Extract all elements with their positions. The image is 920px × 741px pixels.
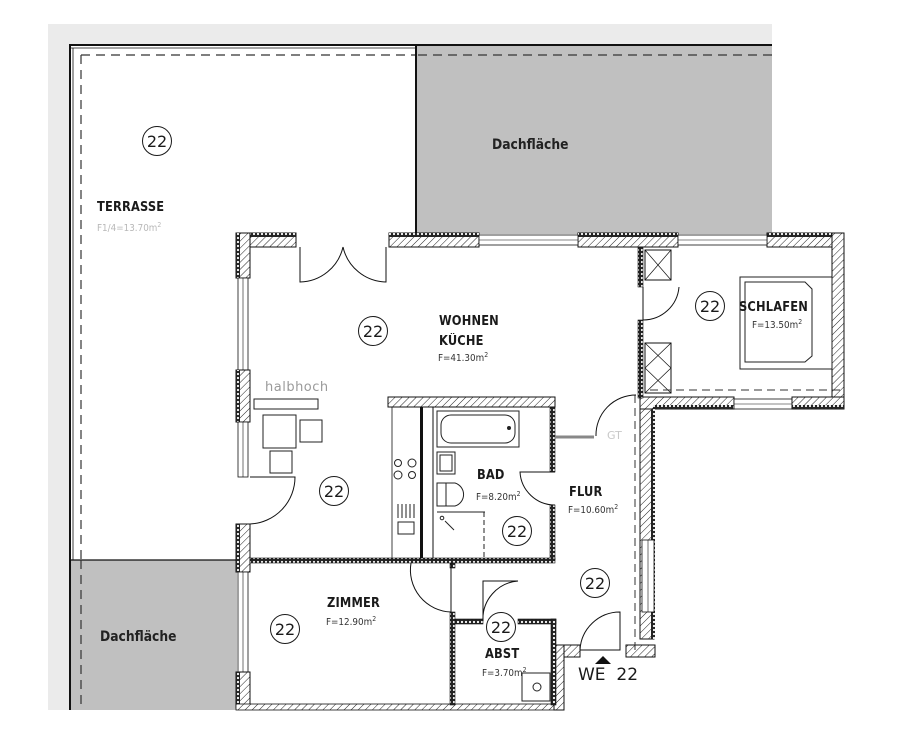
room-name-flur: FLUR: [569, 485, 603, 500]
roof-label-top: Dachfläche: [492, 137, 569, 153]
roof-label-left: Dachfläche: [100, 629, 177, 645]
interior-walls: [249, 246, 840, 706]
roof-area-top: [415, 46, 772, 234]
room-area-wohnen: F=41.30m2: [438, 351, 489, 364]
room-tag-flur: 22: [580, 568, 610, 598]
room-tag-zimmer: 22: [270, 614, 300, 644]
room-name-zimmer: ZIMMER: [327, 596, 381, 611]
unit-label: WE 22: [578, 665, 639, 685]
room-tag-terrasse: 22: [142, 126, 172, 156]
gt-annotation: GT: [607, 429, 622, 442]
furniture: [253, 276, 833, 702]
roof-area-left: [71, 559, 237, 710]
room-name-schlafen: SCHLAFEN: [739, 300, 808, 315]
entrance-marker-icon: [595, 656, 611, 664]
room-name-abst: ABST: [485, 647, 520, 662]
room-area-flur: F=10.60m2: [568, 503, 619, 516]
exterior-walls: [235, 232, 845, 711]
room-name-wohnen: WOHNEN: [439, 314, 499, 329]
room-name-bad: BAD: [477, 468, 505, 483]
room-name-kueche: KÜCHE: [439, 334, 484, 349]
room-area-zimmer: F=12.90m2: [326, 615, 377, 628]
room-area-bad: F=8.20m2: [476, 490, 521, 503]
room-tag-abst: 22: [486, 612, 516, 642]
room-tag-wohnen: 22: [358, 316, 388, 346]
room-tag-bad: 22: [502, 516, 532, 546]
room-tag-schlafen: 22: [695, 291, 725, 321]
doors: [249, 246, 680, 651]
halbhoch-annotation: halbhoch: [265, 380, 329, 395]
room-tag-wohnen-2: 22: [319, 476, 349, 506]
room-area-terrasse: F1/4=13.70m2: [97, 221, 162, 234]
site-frame: [48, 24, 772, 710]
room-area-abst: F=3.70m2: [482, 666, 527, 679]
room-name-terrasse: TERRASSE: [97, 200, 165, 215]
room-area-schlafen: F=13.50m2: [752, 318, 803, 331]
